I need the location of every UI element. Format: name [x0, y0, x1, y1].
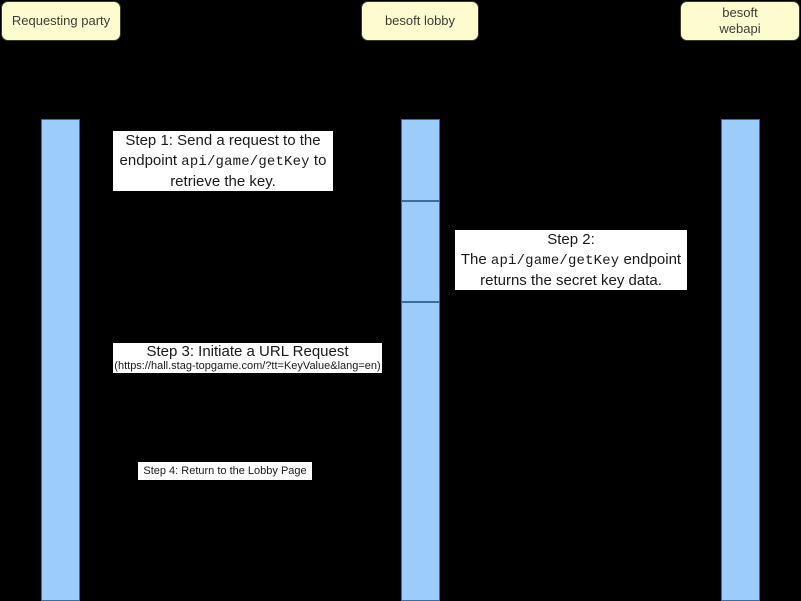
message-line-2: endpoint api/game/getKey to [119, 151, 327, 170]
lifeline-besoft-webapi [721, 119, 760, 601]
message-line-1: Step 3: Initiate a URL Request [146, 343, 349, 360]
message-label-step-1: Step 1: Send a request to the endpoint a… [113, 131, 333, 191]
message-line-1: Step 4: Return to the Lobby Page [143, 465, 307, 477]
lifeline-besoft-lobby-segment-2 [401, 201, 440, 302]
message-line-3: returns the secret key data. [480, 271, 662, 289]
message-label-step-4: Step 4: Return to the Lobby Page [138, 462, 312, 480]
lifeline-requesting-party [41, 119, 80, 601]
participant-label: besoft lobby [384, 13, 456, 28]
endpoint-path: api/game/getKey [490, 252, 620, 269]
message-url: (https://hall.stag-topgame.com/?tt=KeyVa… [114, 360, 381, 372]
message-label-step-2: Step 2: The api/game/getKey endpoint ret… [455, 230, 687, 290]
lifeline-besoft-lobby-segment-3 [401, 302, 440, 601]
message-line-1: Step 1: Send a request to the [125, 131, 321, 149]
message-label-step-3: Step 3: Initiate a URL Request (https://… [113, 343, 382, 373]
message-line-1: Step 2: [547, 230, 595, 248]
endpoint-path: api/game/getKey [181, 153, 310, 170]
participant-besoft-lobby[interactable]: besoft lobby [361, 1, 479, 41]
message-line-3: retrieve the key. [170, 172, 276, 190]
participant-label: Requesting party [11, 13, 111, 28]
participant-besoft-webapi[interactable]: besoft webapi [680, 1, 800, 41]
message-line-2: The api/game/getKey endpoint [460, 250, 682, 269]
participant-requesting-party[interactable]: Requesting party [1, 1, 121, 41]
participant-label: besoft webapi [719, 5, 761, 36]
lifeline-besoft-lobby-segment-1 [401, 119, 440, 201]
